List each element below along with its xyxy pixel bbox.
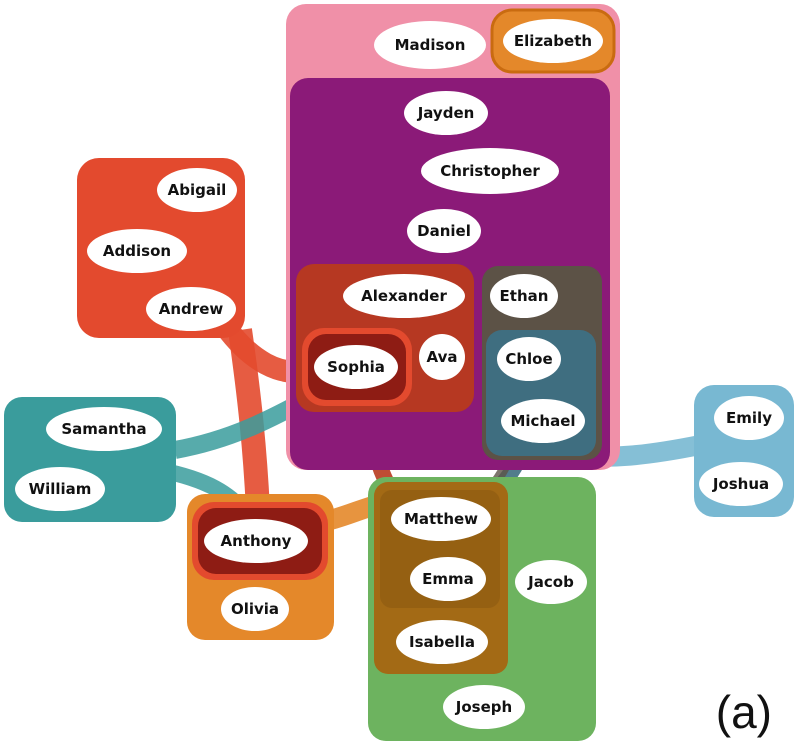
node-label: Joshua <box>712 475 769 493</box>
node-william: William <box>15 467 105 511</box>
node-label: Andrew <box>159 300 224 318</box>
node-jayden: Jayden <box>404 91 488 135</box>
node-label: Matthew <box>404 510 478 528</box>
node-jacob: Jacob <box>515 560 587 604</box>
node-label: Isabella <box>409 633 475 651</box>
node-ava: Ava <box>419 334 465 380</box>
node-label: Chloe <box>505 350 552 368</box>
node-joseph: Joseph <box>443 685 525 729</box>
node-christopher: Christopher <box>421 148 559 194</box>
node-label: Sophia <box>327 358 385 376</box>
node-label: Olivia <box>231 600 279 618</box>
node-label: Samantha <box>61 420 146 438</box>
node-label: Addison <box>103 242 171 260</box>
node-daniel: Daniel <box>407 209 481 253</box>
node-olivia: Olivia <box>221 587 289 631</box>
node-joshua: Joshua <box>699 462 783 506</box>
node-label: Madison <box>395 36 466 54</box>
node-anthony: Anthony <box>204 519 308 563</box>
node-label: Jacob <box>527 573 574 591</box>
node-label: Daniel <box>417 222 471 240</box>
node-label: Emma <box>422 570 474 588</box>
node-addison: Addison <box>87 229 187 273</box>
node-alexander: Alexander <box>343 274 465 318</box>
node-label: Abigail <box>168 181 227 199</box>
node-michael: Michael <box>501 399 585 443</box>
node-label: Christopher <box>440 162 540 180</box>
node-label: Ava <box>427 348 458 366</box>
node-label: Jayden <box>417 104 475 122</box>
node-andrew: Andrew <box>146 287 236 331</box>
node-ethan: Ethan <box>490 274 558 318</box>
node-isabella: Isabella <box>396 620 488 664</box>
node-label: Ethan <box>500 287 549 305</box>
node-emily: Emily <box>714 396 784 440</box>
node-madison: Madison <box>374 21 486 69</box>
node-abigail: Abigail <box>157 168 237 212</box>
node-chloe: Chloe <box>497 337 561 381</box>
node-label: Alexander <box>361 287 447 305</box>
node-samantha: Samantha <box>46 407 162 451</box>
node-label: William <box>29 480 92 498</box>
node-sophia: Sophia <box>314 345 398 389</box>
node-label: Anthony <box>221 532 292 550</box>
panel-label: (a) <box>716 686 772 738</box>
node-emma: Emma <box>410 557 486 601</box>
node-matthew: Matthew <box>391 497 491 541</box>
node-label: Elizabeth <box>514 32 592 50</box>
node-label: Joseph <box>455 698 512 716</box>
node-elizabeth: Elizabeth <box>503 19 603 63</box>
node-label: Michael <box>510 412 575 430</box>
node-label: Emily <box>726 409 772 427</box>
